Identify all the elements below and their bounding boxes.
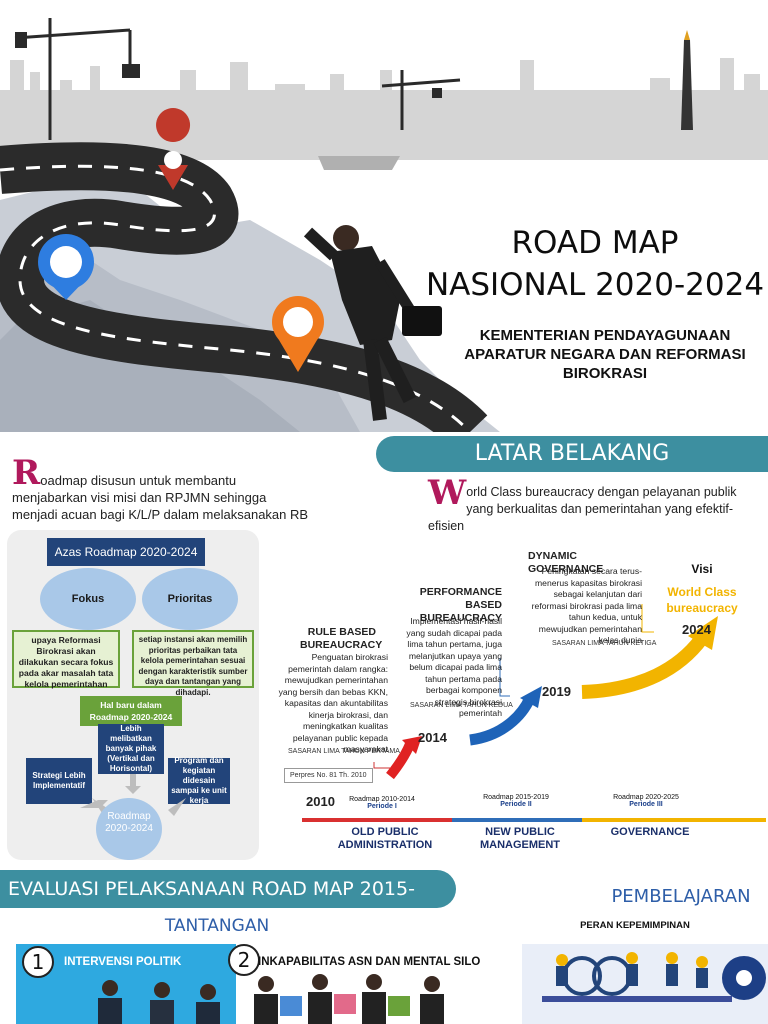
era-old-public-administration: OLD PUBLIC ADMINISTRATION (337, 826, 433, 851)
hero-banner: ROAD MAP NASIONAL 2020-2024 KEMENTERIAN … (0, 0, 768, 432)
rm3-period: Periode III (629, 801, 663, 808)
latar-belakang-banner: LATAR BELAKANG (376, 436, 768, 472)
roadmap-circle: Roadmap 2020-2024 (96, 798, 162, 860)
strategi-box: Strategi Lebih Implementatif (26, 758, 92, 804)
visi-label: Visi (691, 562, 713, 576)
evaluasi-banner: EVALUASI PELAKSANAAN ROAD MAP 2015-2019 (0, 870, 456, 938)
intro-left-paragraph: R oadmap disusun untuk membantu menjabar… (12, 453, 312, 523)
arrow-2019 (469, 695, 536, 746)
lebih-melibatkan-box: Lebih melibatkan banyak pihak (Vertikal … (98, 724, 164, 774)
intro-right-text: orld Class bureaucracy dengan pelayanan … (428, 485, 737, 533)
year-2010: 2010 (306, 794, 335, 809)
fokus-description: upaya Reformasi Birokrasi akan dilakukan… (12, 630, 120, 689)
arrow-2024 (581, 633, 708, 699)
inkapabilitas-asn-label: INKAPABILITAS ASN DAN MENTAL SILO (258, 956, 481, 968)
prioritas-description: setiap instansi akan memilih prioritas p… (132, 630, 254, 697)
era-bar-2 (452, 818, 582, 822)
evaluasi-heading: EVALUASI PELAKSANAAN ROAD MAP 2015-2019 (8, 878, 415, 938)
program-box: Program dan kegiatan didesain sampai ke … (168, 756, 230, 805)
blue-pin-icon (38, 234, 94, 300)
era-bar-1 (302, 818, 452, 822)
politicians-illustration (98, 980, 220, 1024)
hal-baru-header: Hal baru dalam Roadmap 2020-2024 (80, 696, 182, 726)
year-2019: 2019 (542, 684, 571, 699)
intro-right-paragraph: W orld Class bureaucracy dengan pelayana… (428, 473, 758, 535)
roadmap-period-3: Roadmap 2020-2025 Periode III (610, 794, 682, 808)
subtitle-line-1: KEMENTERIAN PENDAYAGUNAAN (479, 327, 731, 344)
drop-cap-w: W (428, 473, 467, 513)
rule-based-target: SASARAN LIMA TAHUN PERTAMA (288, 748, 400, 755)
title-line-1: ROAD MAP (511, 225, 679, 261)
fokus-oval: Fokus (40, 568, 136, 630)
era-governance: GOVERNANCE (610, 826, 690, 838)
rule-based-text: Penguatan birokrasi pemerintah dalam ran… (278, 652, 388, 754)
roadmap-period-2: Roadmap 2015-2019 Periode II (480, 794, 552, 808)
era-bar-3 (582, 818, 766, 822)
rm2-period: Periode II (500, 801, 532, 808)
tantangan-heading: TANTANGAN (164, 916, 270, 936)
rm1-period: Periode I (367, 803, 397, 810)
red-pin-icon (156, 108, 191, 190)
item-number-1: 1 (22, 946, 54, 978)
year-2014: 2014 (418, 730, 447, 745)
item-number-2: 2 (228, 944, 260, 976)
intro-left-text: oadmap disusun untuk membantu menjabarka… (12, 473, 309, 522)
rm2-label: Roadmap 2015-2019 (483, 794, 549, 801)
latar-belakang-heading: LATAR BELAKANG (474, 441, 670, 466)
dynamic-governance-title: DYNAMIC GOVERNANCE (528, 550, 604, 575)
performance-based-target: SASARAN LIMA TAHUN KEDUA (410, 702, 513, 709)
intervensi-politik-label: INTERVENSI POLITIK (64, 956, 182, 968)
title-line-2: NASIONAL 2020-2024 (425, 267, 765, 303)
page-title: ROAD MAP NASIONAL 2020-2024 (410, 222, 768, 306)
prioritas-oval: Prioritas (142, 568, 238, 630)
dynamic-governance-text: Peningkatan secara terus-menerus kapasit… (531, 566, 642, 645)
visi-text: World Class bureaucracy (666, 585, 738, 615)
dynamic-governance-target: SASARAN LIMA TAHUN KETIGA (552, 640, 657, 647)
peran-kepemimpinan-label: PERAN KEPEMIMPINAN (580, 920, 690, 931)
roadmap-period-1: Roadmap 2010-2014 Periode I (346, 796, 418, 810)
subtitle-line-3: BIROKRASI (562, 365, 648, 382)
pembelajaran-heading: PEMBELAJARAN (611, 886, 751, 907)
azas-title: Azas Roadmap 2020-2024 (47, 538, 205, 566)
year-2024: 2024 (682, 622, 711, 637)
timeline-graphic (270, 540, 768, 860)
rule-based-title: RULE BASED BUREAUCRACY (300, 626, 383, 651)
performance-based-text: Implementasi hasil-hasil yang sudah dica… (406, 616, 502, 718)
performance-based-title: PERFORMANCE BASED BUREAUCRACY (419, 586, 502, 624)
rm1-label: Roadmap 2010-2014 (349, 796, 415, 803)
businessman-figure (303, 225, 442, 421)
era-new-public-management: NEW PUBLIC MANAGEMENT (479, 826, 561, 851)
hero-illustration (0, 18, 768, 432)
rm3-label: Roadmap 2020-2025 (613, 794, 679, 801)
leadership-illustration (522, 944, 768, 1024)
orange-pin-icon (272, 296, 324, 372)
subtitle-line-2: APARATUR NEGARA DAN REFORMASI (464, 346, 746, 363)
puzzle-people-illustration (254, 974, 444, 1024)
ministry-subtitle: KEMENTERIAN PENDAYAGUNAAN APARATUR NEGAR… (440, 326, 768, 383)
drop-cap-r: R (12, 453, 41, 493)
perpres-box: Perpres No. 81 Th. 2010 (284, 768, 373, 783)
